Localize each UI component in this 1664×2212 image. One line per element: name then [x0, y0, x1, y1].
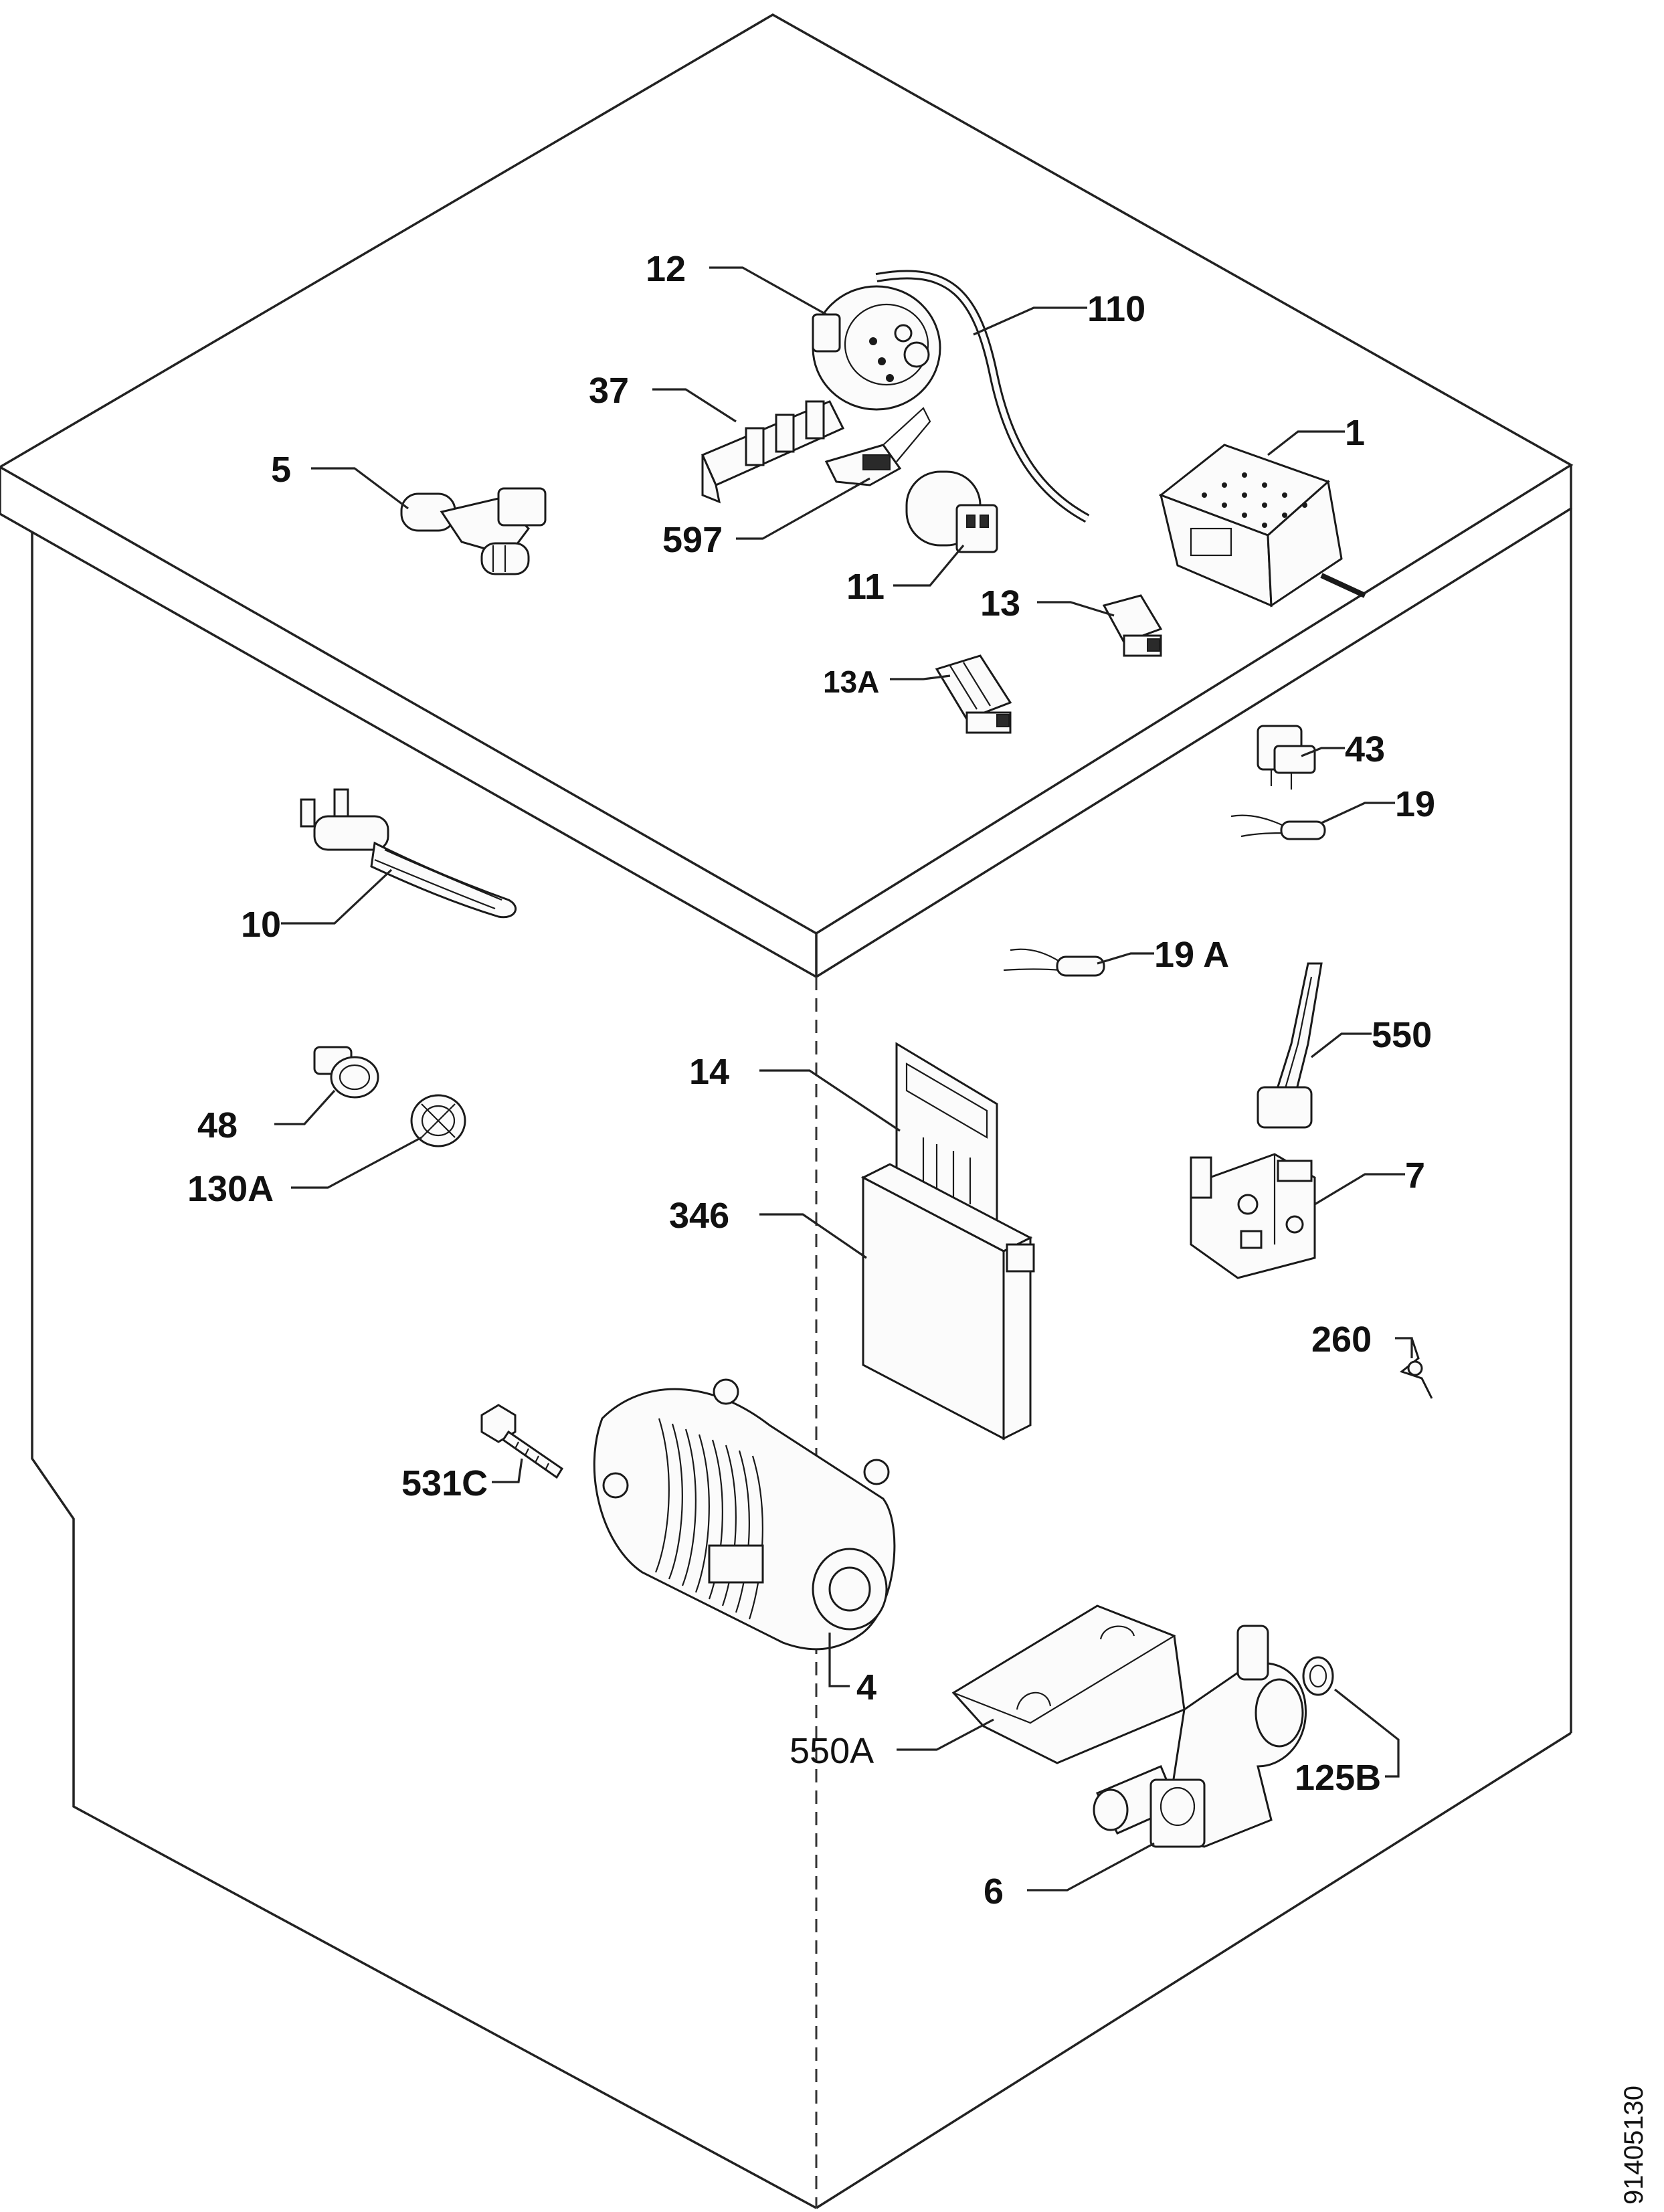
leader-lines [274, 266, 1413, 1892]
label-4: 4 [856, 1667, 876, 1708]
leader-19a [1097, 952, 1154, 965]
cover-plate-icon [951, 1604, 1186, 1764]
label-48: 48 [197, 1105, 238, 1145]
water-valve-icon [400, 487, 547, 575]
drain-pump-icon [1093, 1625, 1307, 1848]
label-12: 12 [646, 249, 686, 289]
leader-531c [492, 1458, 523, 1483]
leader-43 [1301, 747, 1345, 757]
leader-130a [291, 1136, 422, 1189]
label-260: 260 [1311, 1319, 1372, 1360]
label-13: 13 [980, 583, 1020, 624]
label-13a: 13A [823, 664, 879, 699]
leader-19 [1321, 802, 1395, 824]
connector-icon [1102, 594, 1163, 657]
label-5: 5 [271, 450, 291, 490]
label-43: 43 [1345, 729, 1385, 769]
label-6: 6 [984, 1871, 1004, 1912]
leader-346 [759, 1213, 867, 1259]
leader-10 [281, 868, 393, 925]
door-interlock-icon [1190, 1153, 1316, 1279]
label-110: 110 [1087, 289, 1145, 329]
label-19: 19 [1395, 784, 1435, 824]
connector-icon [935, 654, 1012, 734]
leader-1 [1267, 430, 1345, 456]
cabinet-outline [0, 13, 1574, 2209]
leader-597 [736, 477, 870, 540]
label-7: 7 [1405, 1156, 1425, 1196]
label-19a: 19 A [1154, 935, 1229, 975]
leader-14 [759, 1069, 901, 1132]
label-346: 346 [669, 1196, 729, 1236]
bolt-icon [480, 1404, 564, 1479]
leader-6 [1027, 1842, 1155, 1892]
thermostat-probe-icon [1230, 814, 1326, 840]
terminal-block-icon [701, 400, 845, 504]
hose-icon [875, 270, 1090, 523]
leader-11 [893, 544, 965, 587]
wire-harness-icon [1257, 962, 1323, 1129]
label-597: 597 [662, 520, 723, 560]
leader-37 [652, 388, 737, 423]
thermostat-icon [313, 1046, 379, 1099]
leader-12 [709, 266, 827, 316]
leader-5 [311, 467, 409, 510]
filter-icon [1257, 725, 1316, 790]
leader-550a [897, 1718, 994, 1751]
part-labels: 12 110 37 5 1 597 11 13 13A 43 19 10 19 … [187, 249, 1435, 1912]
label-550: 550 [1372, 1015, 1432, 1055]
motor-icon [593, 1378, 896, 1651]
label-11: 11 [846, 567, 885, 607]
label-125b: 125B [1295, 1758, 1381, 1798]
label-37: 37 [589, 371, 629, 411]
capacitor-icon [905, 470, 998, 553]
leader-13a [890, 674, 951, 680]
leader-110 [973, 306, 1087, 336]
pressure-switch-icon [812, 285, 941, 411]
leader-13 [1037, 601, 1115, 617]
heating-element-icon [300, 788, 517, 919]
leader-48 [274, 1089, 336, 1125]
leader-260 [1395, 1337, 1413, 1358]
label-531c: 531C [401, 1463, 488, 1503]
programme-selector-icon [1158, 444, 1366, 608]
leader-550 [1311, 1032, 1372, 1058]
board-housing-icon [860, 1163, 1035, 1441]
document-number: 91405130 [1619, 2086, 1649, 2205]
cabinet-left-side [31, 532, 817, 2209]
label-1: 1 [1345, 413, 1365, 453]
bracket-icon [824, 407, 931, 486]
seal-ring-icon [1302, 1656, 1334, 1696]
label-14: 14 [689, 1052, 729, 1092]
label-10: 10 [241, 905, 281, 945]
leader-125b [1334, 1688, 1400, 1778]
leader-4 [828, 1633, 850, 1687]
label-130a: 130A [187, 1169, 274, 1209]
cabinet-top-face [0, 13, 1574, 935]
nut-icon [410, 1094, 466, 1147]
leader-7 [1314, 1173, 1405, 1206]
spring-clip-icon [1399, 1338, 1433, 1399]
thermostat-probe-icon [1003, 948, 1105, 977]
label-550a: 550A [790, 1731, 874, 1771]
